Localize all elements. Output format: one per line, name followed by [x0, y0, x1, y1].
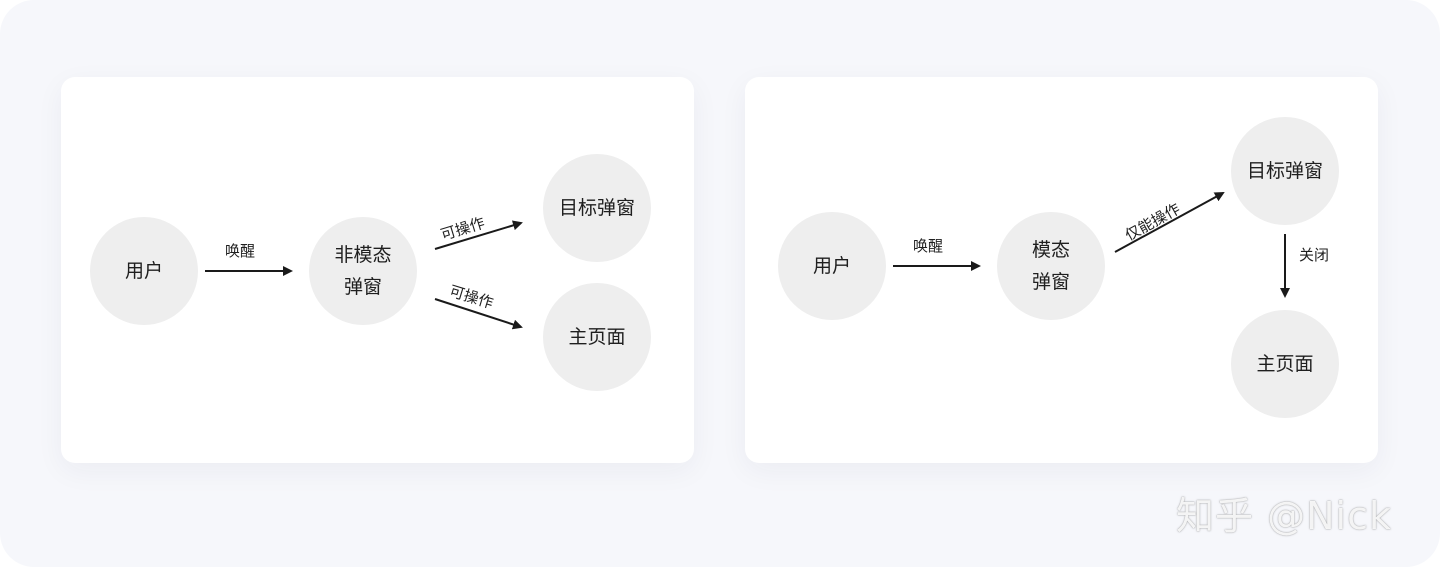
node-modal-popup: 模态 弹窗 — [997, 212, 1105, 320]
edge-modal-popup-to-target-popup — [1114, 192, 1225, 253]
edge-label-close: 关闭 — [1299, 246, 1330, 264]
node-label: 非模态 弹窗 — [334, 244, 392, 298]
node-label: 模态 弹窗 — [1031, 239, 1070, 293]
non-modal-diagram-panel: 用户 非模态 弹窗 目标弹窗 主页面 唤醒 可操作 可操作 — [61, 77, 694, 463]
node-non-modal-popup: 非模态 弹窗 — [309, 217, 417, 325]
node-main-page: 主页面 — [543, 283, 651, 391]
edge-label-wake: 唤醒 — [913, 237, 944, 255]
node-label: 主页面 — [1256, 353, 1314, 375]
node-label: 目标弹窗 — [558, 197, 635, 219]
node-user: 用户 — [90, 217, 198, 325]
edge-non-modal-popup-to-main-page — [434, 298, 523, 330]
watermark: 知乎 @Nick — [1176, 494, 1392, 538]
edge-non-modal-popup-to-target-popup — [434, 220, 523, 250]
node-user: 用户 — [778, 212, 886, 320]
non-modal-arrows — [205, 220, 523, 330]
node-label: 主页面 — [568, 326, 626, 348]
node-main-page: 主页面 — [1231, 310, 1339, 418]
modal-arrows — [893, 192, 1290, 298]
node-label: 用户 — [812, 255, 851, 277]
edge-label-wake: 唤醒 — [225, 242, 256, 260]
node-label: 目标弹窗 — [1246, 160, 1323, 182]
node-target-popup: 目标弹窗 — [543, 154, 651, 262]
node-target-popup: 目标弹窗 — [1231, 117, 1339, 225]
node-label: 用户 — [124, 260, 163, 282]
modal-diagram-panel: 用户 模态 弹窗 目标弹窗 主页面 唤醒 仅能操作 关闭 — [745, 77, 1378, 463]
